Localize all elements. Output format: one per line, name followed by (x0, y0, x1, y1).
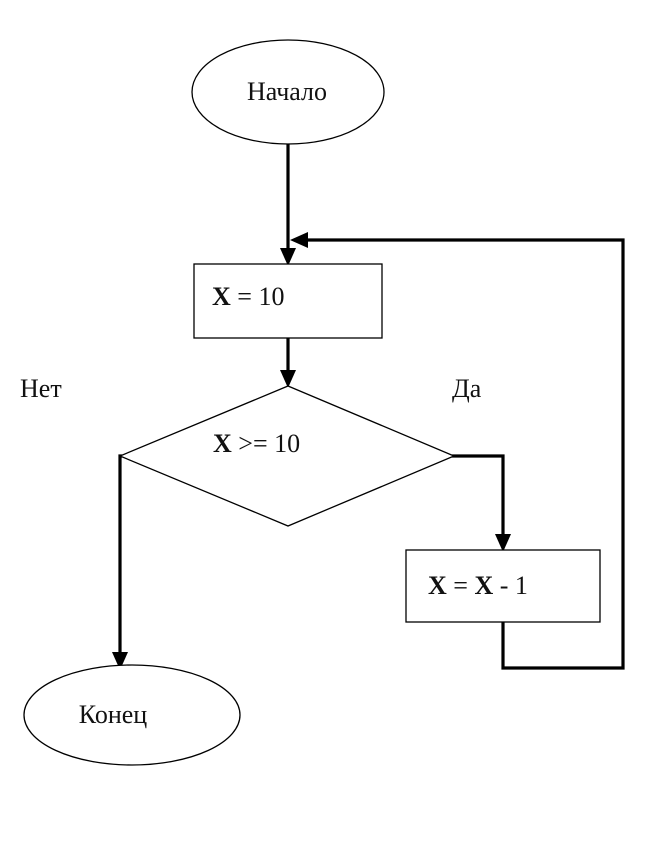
assign-process (193, 263, 383, 339)
decrement-process (405, 549, 601, 623)
start-label: Начало (247, 77, 327, 106)
decrement-eq: = (447, 571, 475, 600)
end-label: Конец (79, 700, 148, 729)
decrement-var-1: X (428, 571, 447, 600)
assign-label: X = 10 (212, 282, 284, 311)
decision-diamond (118, 385, 456, 527)
arrowhead-loop (290, 232, 308, 248)
decrement-label: X = X - 1 (428, 571, 528, 600)
decision-expr: >= 10 (232, 429, 300, 458)
start-terminal (191, 39, 385, 145)
edge-decision-no (118, 454, 122, 656)
decision-var: X (213, 429, 232, 458)
assign-var: X (212, 282, 231, 311)
decision-label: X >= 10 (213, 429, 300, 458)
arrowhead-end (112, 652, 128, 670)
edge-decision-yes (452, 454, 505, 538)
arrowhead-assign (280, 248, 296, 266)
edge-loop-back (306, 238, 625, 670)
arrowhead-decrement (495, 534, 511, 552)
decrement-expr: - 1 (493, 571, 528, 600)
branch-yes-label: Да (452, 374, 482, 403)
decrement-var-2: X (474, 571, 493, 600)
arrowhead-decision (280, 370, 296, 388)
end-terminal (23, 664, 241, 766)
branch-no-label: Нет (20, 374, 62, 403)
assign-expr: = 10 (231, 282, 285, 311)
